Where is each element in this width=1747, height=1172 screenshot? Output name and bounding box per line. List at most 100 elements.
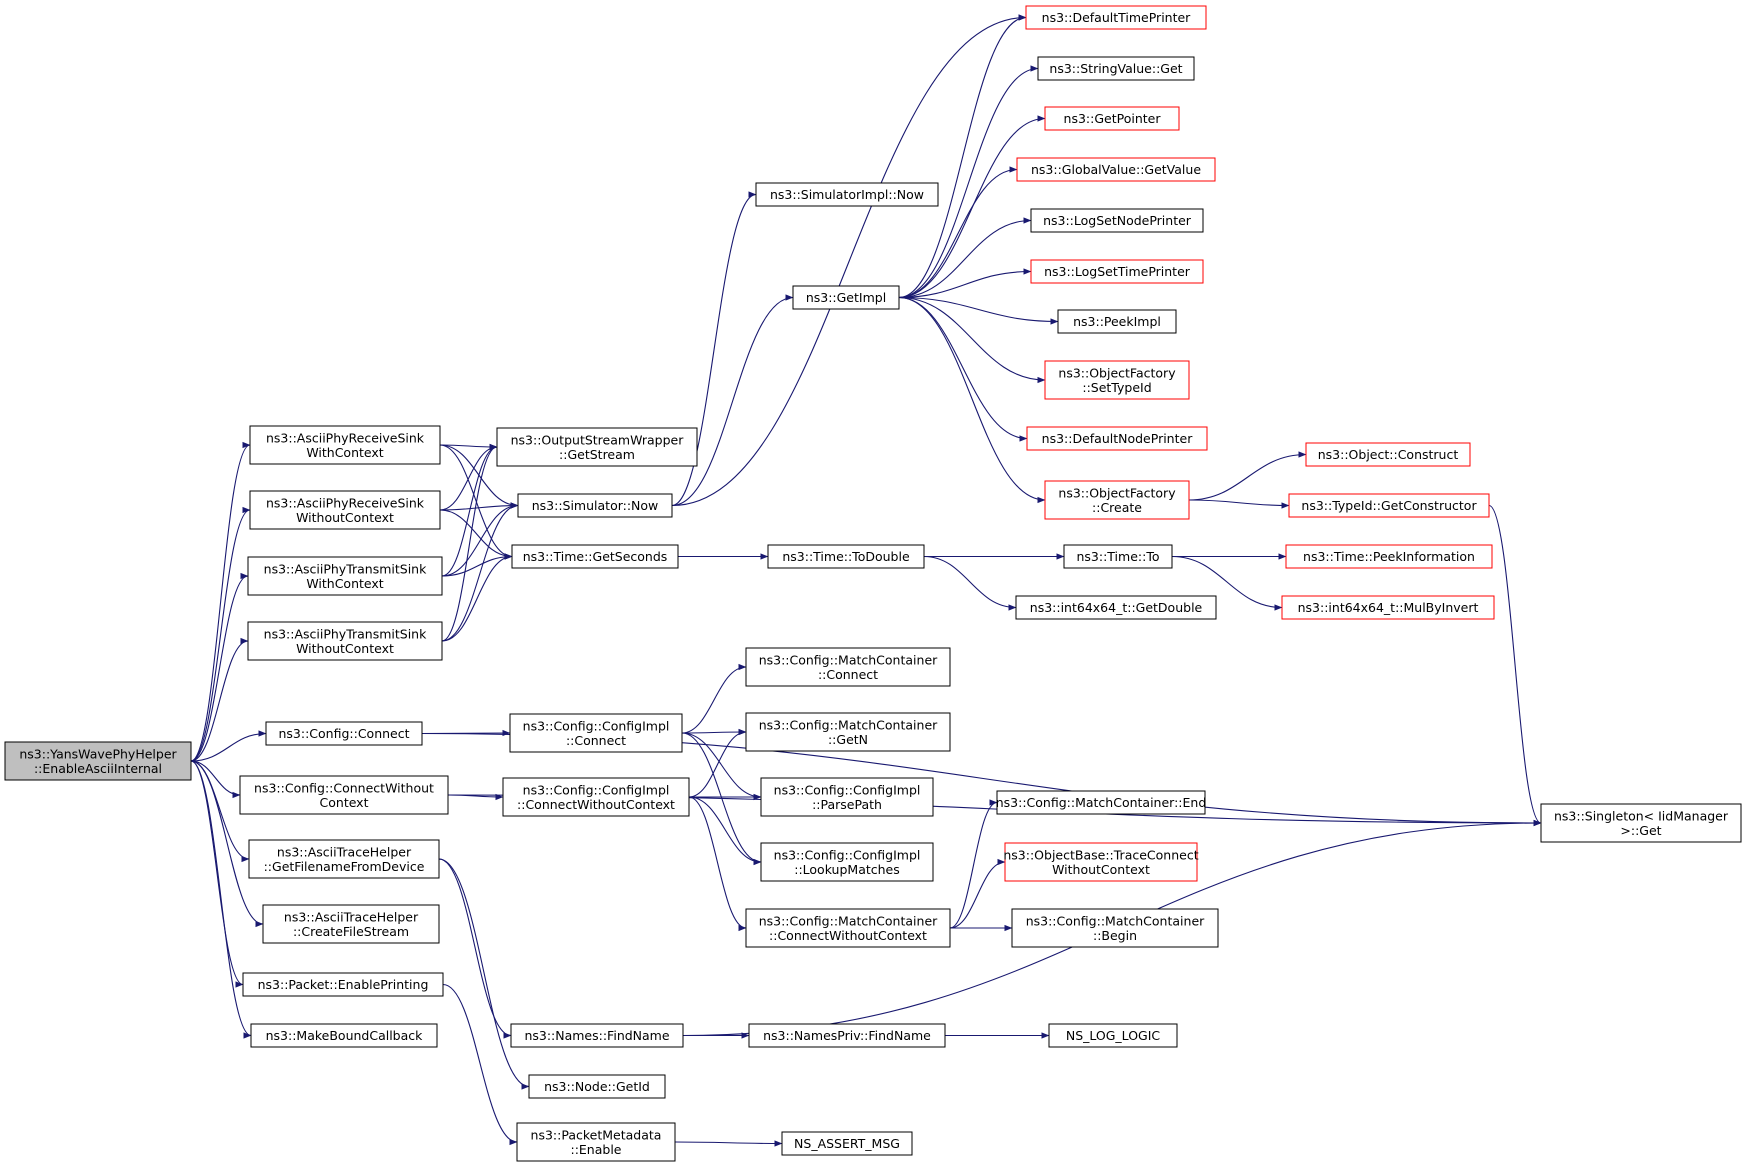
node-box [1030, 259, 1204, 284]
call-edge [441, 443, 498, 642]
function-node-toDouble[interactable]: ns3::Time::ToDouble [767, 544, 925, 569]
call-edge [681, 732, 762, 801]
function-node-objConstruct[interactable]: ns3::Object::Construct [1305, 442, 1471, 467]
function-node-pmEnable[interactable]: ns3::PacketMetadata::Enable [516, 1122, 676, 1162]
function-node-getSeconds[interactable]: ns3::Time::GetSeconds [511, 544, 679, 569]
function-node-nsAssertMsg[interactable]: NS_ASSERT_MSG [781, 1131, 913, 1156]
node-label-line: ::Connect [566, 733, 626, 748]
node-box [1016, 157, 1216, 182]
call-edge [190, 506, 251, 762]
node-label-line: ns3::Node::GetId [544, 1079, 650, 1094]
function-node-gvGetValue[interactable]: ns3::GlobalValue::GetValue [1016, 157, 1216, 182]
node-label-line: ns3::Simulator::Now [532, 498, 659, 513]
node-label-line: ns3::PacketMetadata [531, 1127, 662, 1142]
node-label-line: ::GetStream [559, 447, 635, 462]
call-edge [1488, 504, 1542, 827]
node-box [1037, 56, 1195, 81]
node-label-line: ::LookupMatches [794, 862, 900, 877]
function-node-mcEnd[interactable]: ns3::Config::MatchContainer::End [996, 790, 1207, 815]
function-node-simImplNow[interactable]: ns3::SimulatorImpl::Now [755, 182, 939, 207]
call-edge [439, 509, 513, 560]
edge-layer [190, 14, 1542, 1147]
node-box [242, 972, 444, 997]
function-node-defNodePrinter[interactable]: ns3::DefaultNodePrinter [1026, 426, 1208, 451]
function-node-ofSetTypeId[interactable]: ns3::ObjectFactory::SetTypeId [1044, 360, 1190, 400]
function-node-cfgImplConnect[interactable]: ns3::Config::ConfigImpl::Connect [509, 713, 683, 753]
call-edge [441, 502, 519, 577]
function-node-defTimePrinter[interactable]: ns3::DefaultTimePrinter [1025, 5, 1207, 30]
function-node-cfgImplConnectWo[interactable]: ns3::Config::ConfigImpl::ConnectWithoutC… [502, 777, 690, 817]
function-node-nodeGetId[interactable]: ns3::Node::GetId [528, 1074, 666, 1099]
function-node-namesPrivFind[interactable]: ns3::NamesPriv::FindName [748, 1023, 946, 1048]
function-node-cfgConnect[interactable]: ns3::Config::Connect [265, 721, 423, 746]
node-box [745, 647, 951, 687]
node-box [755, 182, 939, 207]
node-label-line: ns3::YansWavePhyHelper [19, 746, 177, 761]
function-node-getDouble[interactable]: ns3::int64x64_t::GetDouble [1015, 595, 1217, 620]
function-node-ofCreate[interactable]: ns3::ObjectFactory::Create [1044, 480, 1190, 520]
call-edge [898, 296, 1046, 504]
function-node-logTimePrinter[interactable]: ns3::LogSetTimePrinter [1030, 259, 1204, 284]
node-label-line: ::ParsePath [812, 797, 882, 812]
call-edge [898, 296, 1059, 325]
node-label-line: ns3::TypeId::GetConstructor [1301, 498, 1477, 513]
node-box [250, 1023, 438, 1048]
function-node-nsLogLogic[interactable]: NS_LOG_LOGIC [1048, 1023, 1178, 1048]
node-box [510, 1023, 684, 1048]
function-node-singletonGet[interactable]: ns3::Singleton< IidManager >::Get [1540, 803, 1742, 843]
function-node-enablePrinting[interactable]: ns3::Packet::EnablePrinting [242, 972, 444, 997]
function-node-lookupMatches[interactable]: ns3::Config::ConfigImpl::LookupMatches [760, 842, 934, 882]
call-edge [923, 555, 1017, 611]
function-node-root[interactable]: ns3::YansWavePhyHelper::EnableAsciiInter… [4, 741, 192, 781]
function-node-mulByInvert[interactable]: ns3::int64x64_t::MulByInvert [1281, 595, 1495, 620]
function-node-peekInfo[interactable]: ns3::Time::PeekInformation [1285, 544, 1493, 569]
function-node-makeBound[interactable]: ns3::MakeBoundCallback [250, 1023, 438, 1048]
node-layer: ns3::YansWavePhyHelper::EnableAsciiInter… [4, 5, 1742, 1162]
function-node-mcConnectWo[interactable]: ns3::Config::MatchContainer::ConnectWith… [745, 908, 951, 948]
node-box [1044, 480, 1190, 520]
function-node-traceConnectWo[interactable]: ns3::ObjectBase::TraceConnectWithoutCont… [1003, 842, 1199, 882]
function-node-parsePath[interactable]: ns3::Config::ConfigImpl::ParsePath [760, 777, 934, 817]
node-label-line: ns3::int64x64_t::GetDouble [1030, 600, 1203, 615]
node-box [767, 544, 925, 569]
call-edge [190, 572, 249, 762]
function-node-getConstructor[interactable]: ns3::TypeId::GetConstructor [1288, 493, 1490, 518]
function-node-strValueGet[interactable]: ns3::StringValue::Get [1037, 56, 1195, 81]
node-label-line: ns3::DefaultTimePrinter [1042, 10, 1192, 25]
function-node-namesFind[interactable]: ns3::Names::FindName [510, 1023, 684, 1048]
node-label-line: ns3::MakeBoundCallback [266, 1028, 424, 1043]
function-node-timeTo[interactable]: ns3::Time::To [1063, 544, 1173, 569]
node-label-line: ns3::AsciiPhyTransmitSink [264, 626, 427, 641]
function-node-cfgConnectWo[interactable]: ns3::Config::ConnectWithoutContext [239, 775, 449, 815]
node-label-line: ::ConnectWithoutContext [769, 928, 927, 943]
node-label-line: ::CreateFileStream [293, 924, 409, 939]
call-edge [441, 553, 513, 642]
function-node-getImpl[interactable]: ns3::GetImpl [792, 285, 900, 310]
node-label-line: NS_LOG_LOGIC [1066, 1028, 1161, 1043]
call-edge [1171, 555, 1283, 611]
node-label-line: ns3::AsciiTraceHelper [284, 909, 419, 924]
function-node-mcConnect[interactable]: ns3::Config::MatchContainer::Connect [745, 647, 951, 687]
function-node-getFilename[interactable]: ns3::AsciiTraceHelper::GetFilenameFromDe… [248, 839, 440, 879]
node-label-line: ns3::GetPointer [1064, 111, 1162, 126]
call-edge [190, 441, 251, 762]
node-label-line: ns3::PeekImpl [1073, 314, 1161, 329]
function-node-mcGetN[interactable]: ns3::Config::MatchContainer::GetN [745, 712, 951, 752]
call-edge [1188, 499, 1290, 509]
function-node-getPointer[interactable]: ns3::GetPointer [1044, 106, 1180, 131]
node-box [1540, 803, 1742, 843]
function-node-peekImpl[interactable]: ns3::PeekImpl [1057, 309, 1177, 334]
function-node-logNodePrinter[interactable]: ns3::LogSetNodePrinter [1030, 208, 1204, 233]
node-box [1015, 595, 1217, 620]
node-label-line: ns3::Config::ConfigImpl [523, 782, 670, 797]
function-node-simNow[interactable]: ns3::Simulator::Now [517, 493, 673, 518]
node-box [247, 621, 443, 661]
function-node-mcBegin[interactable]: ns3::Config::MatchContainer::Begin [1011, 908, 1219, 948]
node-label-line: ::GetFilenameFromDevice [264, 859, 425, 874]
function-node-getStream[interactable]: ns3::OutputStreamWrapper::GetStream [496, 427, 698, 467]
function-node-createFile[interactable]: ns3::AsciiTraceHelper::CreateFileStream [262, 904, 440, 944]
